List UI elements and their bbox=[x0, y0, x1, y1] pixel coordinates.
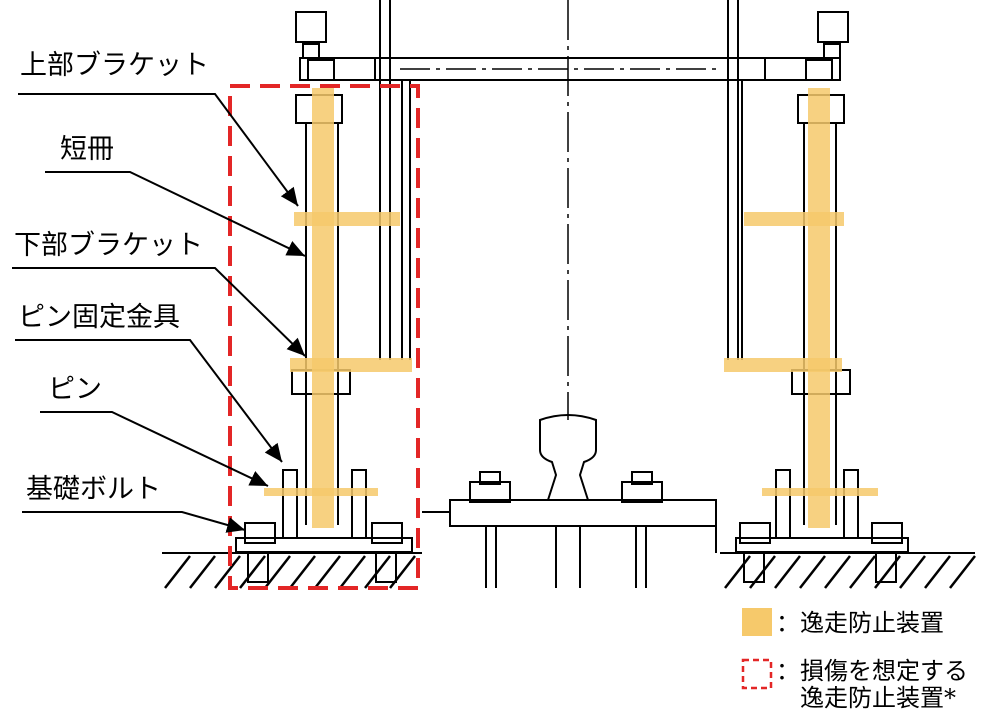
center-rail bbox=[422, 0, 717, 588]
label-upper-bracket: 上部ブラケット bbox=[20, 50, 209, 81]
damage-region-box bbox=[228, 84, 420, 590]
legend: ：逸走防止装置 ：損傷を想定する 逸走防止装置* bbox=[741, 608, 968, 712]
label-pin-fixture: ピン固定金具 bbox=[18, 302, 180, 333]
device-highlight-right bbox=[724, 88, 878, 528]
label-pin: ピン bbox=[48, 374, 102, 405]
top-tie-bar bbox=[295, 11, 849, 81]
leader-tanzaku bbox=[45, 171, 306, 257]
part-labels: 上部ブラケット 短冊 下部ブラケット ピン固定金具 ピン 基礎ボルト bbox=[14, 50, 209, 505]
legend-damage-swatch bbox=[741, 658, 773, 690]
leader-lines bbox=[12, 93, 306, 533]
leader-foundation-bolt bbox=[22, 511, 246, 533]
leader-lower-bracket bbox=[12, 267, 306, 357]
leader-pin bbox=[40, 411, 269, 487]
legend-damage-label-2: 逸走防止装置* bbox=[800, 684, 956, 712]
legend-device-swatch bbox=[742, 608, 772, 636]
leader-upper-bracket bbox=[18, 93, 299, 207]
leader-pin-fixture bbox=[15, 339, 283, 463]
foundation-ground bbox=[162, 552, 976, 589]
label-lower-bracket: 下部ブラケット bbox=[14, 230, 203, 261]
device-highlight-left bbox=[264, 88, 412, 528]
label-tanzaku: 短冊 bbox=[60, 134, 114, 165]
legend-damage-label-1: ：損傷を想定する bbox=[776, 657, 968, 685]
legend-device-label: ：逸走防止装置 bbox=[776, 609, 944, 637]
label-foundation-bolt: 基礎ボルト bbox=[26, 474, 161, 505]
